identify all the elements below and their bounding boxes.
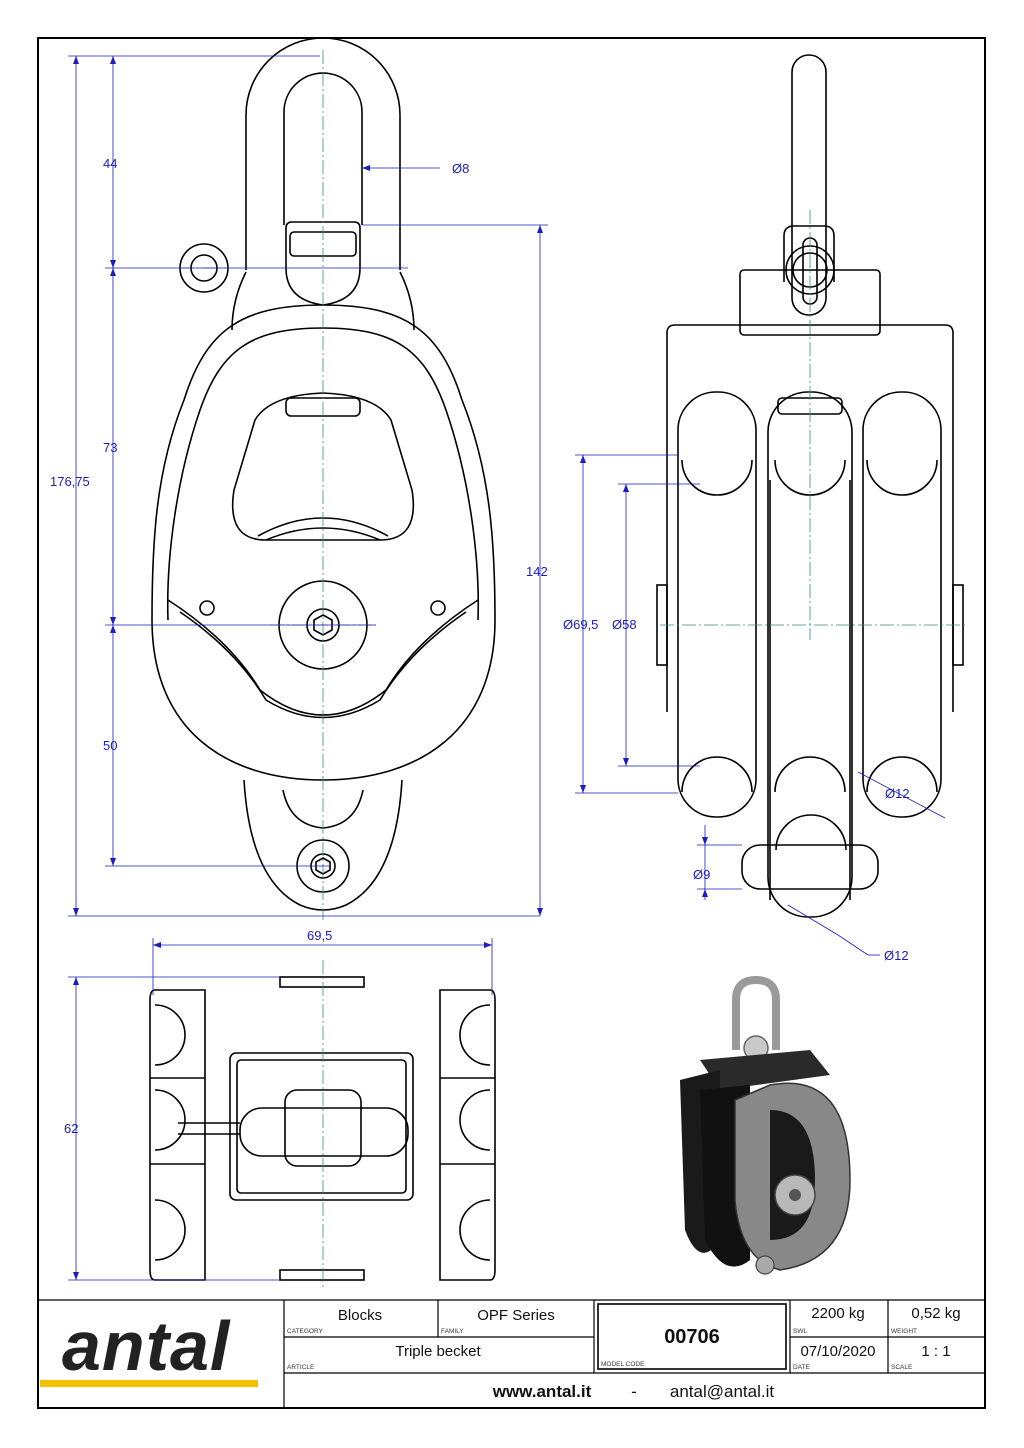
bottom-head xyxy=(229,1052,414,1201)
sheave-1 xyxy=(677,391,757,818)
sheave-peek-inner xyxy=(265,527,381,541)
front-view xyxy=(151,37,496,911)
groove-bot-3 xyxy=(866,756,938,793)
render-head xyxy=(700,1050,830,1090)
weight-label: WEIGHT xyxy=(891,1328,917,1335)
groove-r3 xyxy=(459,1199,491,1261)
groove-top-3 xyxy=(866,459,938,496)
contact-separator: - xyxy=(631,1382,637,1401)
scale-value: 1 : 1 xyxy=(921,1343,950,1360)
dim-height: 62 xyxy=(64,1121,78,1136)
cheek-window xyxy=(232,392,414,541)
side-shackle xyxy=(791,54,827,316)
groove-l3 xyxy=(154,1199,186,1261)
front-arrows xyxy=(73,56,543,916)
model-code-value: 00706 xyxy=(664,1326,720,1348)
scale-label: SCALE xyxy=(891,1364,913,1371)
cheek-inner-left xyxy=(166,327,324,621)
groove-r1 xyxy=(459,1004,491,1066)
category-value: Blocks xyxy=(338,1307,382,1324)
shackle-outer xyxy=(245,37,401,270)
logo-underline xyxy=(40,1380,258,1387)
dim-142: 142 xyxy=(526,564,548,579)
groove-l2 xyxy=(154,1089,186,1151)
dim-rope-top: Ø12 xyxy=(885,786,910,801)
side-head xyxy=(739,269,881,336)
groove-r2 xyxy=(459,1089,491,1151)
bottom-bot-tab xyxy=(279,1269,365,1281)
rivet-right xyxy=(430,600,446,616)
groove-bot-1 xyxy=(681,756,753,793)
bottom-head-inner xyxy=(236,1059,407,1194)
cheek-plate xyxy=(151,304,496,781)
side-dimension-lines xyxy=(575,454,946,956)
rivet-left xyxy=(199,600,215,616)
side-arrows xyxy=(580,455,708,897)
swl-label: SWL xyxy=(793,1328,807,1335)
category-label: CATEGORY xyxy=(287,1328,324,1335)
swl-value: 2200 kg xyxy=(811,1305,864,1322)
date-value: 07/10/2020 xyxy=(800,1343,875,1360)
becket-groove xyxy=(775,814,847,851)
dim-50: 50 xyxy=(103,738,117,753)
email-link[interactable]: antal@antal.it xyxy=(670,1382,774,1401)
cheek-inner-right xyxy=(322,327,480,621)
groove-l1 xyxy=(154,1004,186,1066)
front-centerlines xyxy=(180,50,376,920)
swivel xyxy=(285,221,361,306)
dim-176-75: 176,75 xyxy=(50,474,90,489)
dim-sheave-outer: Ø69,5 xyxy=(563,617,598,632)
antal-logo: antal xyxy=(62,1307,231,1385)
side-body xyxy=(666,324,954,712)
groove-bot-2 xyxy=(774,756,846,793)
model-code-label: MODEL CODE xyxy=(601,1361,645,1368)
sheet-border xyxy=(37,37,986,1409)
bottom-arrows xyxy=(73,942,492,1280)
dim-73: 73 xyxy=(103,440,117,455)
dim-rope-bottom: Ø12 xyxy=(884,948,909,963)
bottom-view xyxy=(149,976,496,1281)
side-becket-pin xyxy=(741,844,879,890)
weight-value: 0,52 kg xyxy=(911,1305,960,1322)
dim-pin-diameter: Ø8 xyxy=(452,161,469,176)
family-value: OPF Series xyxy=(477,1307,555,1324)
bottom-pin xyxy=(239,1107,409,1157)
website-link[interactable]: www.antal.it xyxy=(492,1382,592,1401)
render-axle-center xyxy=(789,1189,801,1201)
render-becket xyxy=(755,1255,775,1275)
left-sheaves xyxy=(149,989,206,1281)
dim-becket-pin: Ø9 xyxy=(693,867,710,882)
dim-width: 69,5 xyxy=(307,928,332,943)
product-render xyxy=(680,975,851,1275)
render-shackle xyxy=(732,975,780,1050)
dim-sheave-inner: Ø58 xyxy=(612,617,637,632)
bottom-dimension-lines xyxy=(68,938,493,1281)
front-dimension-lines xyxy=(68,55,548,917)
right-sheaves xyxy=(439,989,496,1281)
family-label: FAMILY xyxy=(441,1328,464,1335)
sheave-3 xyxy=(862,391,942,818)
article-label: ARTICLE xyxy=(287,1364,315,1371)
side-swivel xyxy=(783,225,835,282)
bottom-top-tab xyxy=(279,976,365,988)
article-value: Triple becket xyxy=(395,1343,481,1360)
side-centerlines xyxy=(660,210,966,640)
date-label: DATE xyxy=(793,1364,811,1371)
title-block xyxy=(38,1299,985,1408)
dim-44: 44 xyxy=(103,156,117,171)
groove-top-2 xyxy=(774,459,846,496)
groove-top-1 xyxy=(681,459,753,496)
